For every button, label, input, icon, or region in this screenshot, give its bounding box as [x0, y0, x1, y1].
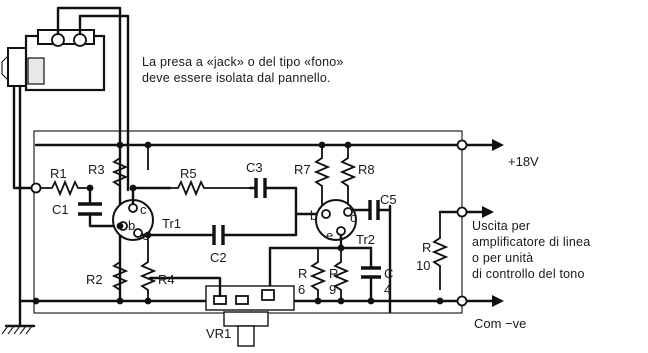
jack-socket	[1, 29, 106, 92]
c4-capacitor	[339, 246, 381, 303]
r8-resistor	[339, 145, 357, 205]
r5-resistor	[170, 179, 250, 197]
output-arrow	[482, 206, 494, 218]
label-r9b: 9	[329, 282, 336, 297]
vr1-potentiometer	[148, 276, 295, 347]
label-r8: R8	[358, 162, 375, 177]
label-r9a: R	[329, 266, 338, 281]
terminal-output	[456, 206, 468, 218]
output-line4: di controllo del tono	[472, 267, 585, 281]
label-tr2: Tr2	[356, 232, 375, 247]
jack-lead-return	[78, 14, 130, 192]
label-vr1: VR1	[206, 326, 231, 341]
r4-resistor	[139, 145, 157, 301]
note-line2: deve essere isolata dal pannello.	[142, 71, 331, 85]
r2-resistor	[111, 226, 129, 301]
label-r6a: R	[298, 266, 307, 281]
label-r2: R2	[86, 272, 103, 287]
r6-line	[268, 233, 343, 294]
pin-tr2-c: c	[350, 210, 357, 225]
c5-capacitor	[350, 200, 392, 220]
jack-lead-input	[12, 84, 38, 190]
label-r6b: 6	[298, 282, 305, 297]
pin-tr1-c: c	[140, 202, 147, 217]
terminal-input	[30, 182, 42, 194]
pin-tr2-b: b	[310, 208, 317, 223]
output-line1: Uscita per	[472, 219, 530, 233]
label-tr1: Tr1	[162, 216, 181, 231]
label-r7: R7	[294, 162, 311, 177]
note-line1: La presa a «jack» o del tipo «fono»	[142, 55, 344, 69]
r6-resistor	[309, 248, 327, 301]
label-r1: R1	[50, 166, 67, 181]
label-c4a: C	[384, 266, 393, 281]
label-r3: R3	[88, 162, 105, 177]
output-line2: amplificatore di linea	[472, 235, 590, 249]
r1-resistor	[36, 179, 90, 197]
label-c1: C1	[52, 202, 69, 217]
rail-positive-label: +18V	[508, 154, 539, 169]
label-r5: R5	[180, 166, 197, 181]
label-r10b: 10	[416, 258, 430, 273]
tr1-transistor	[112, 199, 154, 241]
r7-resistor	[313, 145, 331, 205]
label-c3: C3	[246, 160, 263, 175]
label-r4: R4	[158, 272, 175, 287]
rail-ground-label: Com −ve	[474, 316, 526, 331]
terminal-ground	[456, 295, 468, 307]
pin-tr2-e: e	[326, 228, 333, 243]
label-c4b: 4	[384, 282, 391, 297]
terminal-positive	[456, 139, 468, 151]
ground-rail-arrow	[492, 295, 504, 307]
pin-tr1-e: e	[142, 228, 149, 243]
c1-capacitor	[78, 202, 102, 216]
tr2-transistor	[315, 199, 357, 241]
c2-capacitor	[203, 225, 298, 245]
ground-symbol	[1, 299, 36, 335]
r10-resistor	[431, 212, 449, 290]
junction-dots	[32, 141, 444, 305]
c3-capacitor	[248, 178, 298, 198]
label-c5: C5	[380, 192, 397, 207]
label-c2: C2	[210, 250, 227, 265]
positive-rail-arrow	[492, 139, 504, 151]
r9-resistor	[332, 248, 350, 301]
c1-to-base	[88, 212, 118, 228]
output-line3: o per unità	[472, 251, 533, 265]
label-r10a: R	[422, 240, 431, 255]
r3-resistor	[111, 145, 129, 226]
pin-tr1-b: b	[128, 218, 135, 233]
